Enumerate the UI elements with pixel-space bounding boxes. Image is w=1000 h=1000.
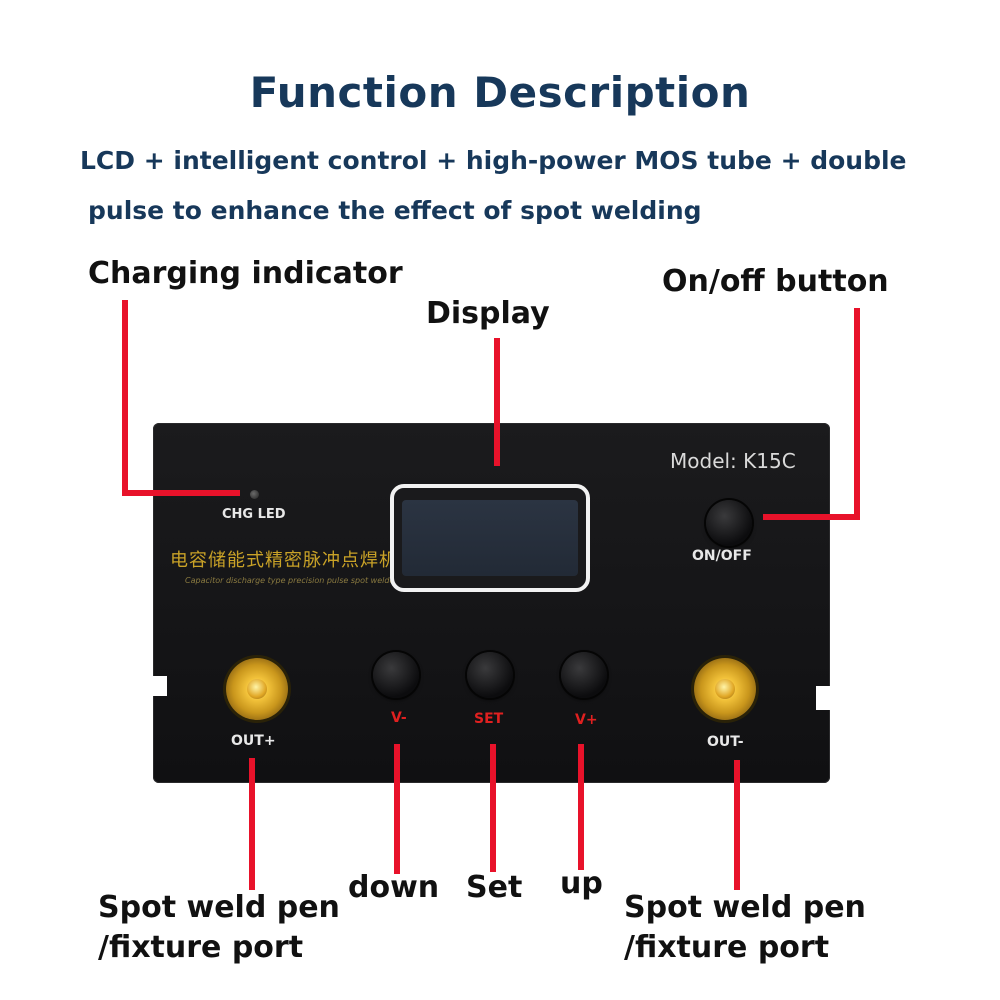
- set-label: SET: [474, 711, 504, 727]
- callout-line-onoff-vertical: [854, 308, 860, 520]
- v-minus-button[interactable]: [373, 652, 419, 698]
- out-minus-terminal[interactable]: [694, 658, 756, 720]
- callout-line-out-minus: [734, 760, 740, 890]
- callout-line-display: [494, 338, 500, 466]
- callout-line-up: [578, 744, 584, 870]
- subtitle-line-2: pulse to enhance the effect of spot weld…: [88, 196, 702, 225]
- chinese-product-title: 电容储能式精密脉冲点焊机: [170, 550, 398, 571]
- callout-on-off-button: On/off button: [662, 264, 889, 299]
- subtitle-line-1: LCD + intelligent control + high-power M…: [80, 146, 907, 175]
- out-plus-label: OUT+: [231, 733, 276, 749]
- v-minus-label: V-: [391, 710, 407, 726]
- chg-led-label: CHG LED: [222, 507, 286, 522]
- callout-line-set: [490, 744, 496, 872]
- callout-down: down: [348, 870, 440, 905]
- callout-display: Display: [426, 296, 550, 331]
- callout-left-port-line-1: Spot weld pen: [98, 890, 340, 925]
- brass-terminal-icon: [715, 679, 735, 699]
- callout-line-charging-horizontal: [122, 490, 240, 496]
- callout-right-port-line-1: Spot weld pen: [624, 890, 866, 925]
- v-plus-button[interactable]: [561, 652, 607, 698]
- device-panel: [153, 423, 830, 783]
- callout-line-down: [394, 744, 400, 874]
- out-plus-terminal[interactable]: [226, 658, 288, 720]
- callout-line-out-plus: [249, 758, 255, 890]
- lcd-screen: [402, 500, 578, 576]
- callout-right-port-line-2: /fixture port: [624, 930, 830, 965]
- callout-up: up: [560, 866, 603, 901]
- lcd-display: [390, 484, 590, 592]
- brass-terminal-icon: [247, 679, 267, 699]
- panel-notch-right: [816, 686, 830, 710]
- on-off-button[interactable]: [706, 500, 752, 546]
- callout-line-charging-vertical: [122, 300, 128, 496]
- page-title: Function Description: [249, 68, 751, 117]
- panel-notch-left: [153, 676, 167, 696]
- callout-charging-indicator: Charging indicator: [88, 256, 403, 291]
- callout-line-onoff-horizontal: [763, 514, 860, 520]
- v-plus-label: V+: [575, 712, 598, 728]
- charging-led-icon: [250, 490, 259, 499]
- callout-set: Set: [466, 870, 523, 905]
- model-label: Model: K15C: [670, 449, 796, 473]
- set-button[interactable]: [467, 652, 513, 698]
- out-minus-label: OUT-: [707, 734, 744, 750]
- on-off-label: ON/OFF: [692, 548, 752, 564]
- callout-left-port-line-2: /fixture port: [98, 930, 304, 965]
- english-product-subtitle: Capacitor discharge type precision pulse…: [185, 576, 398, 585]
